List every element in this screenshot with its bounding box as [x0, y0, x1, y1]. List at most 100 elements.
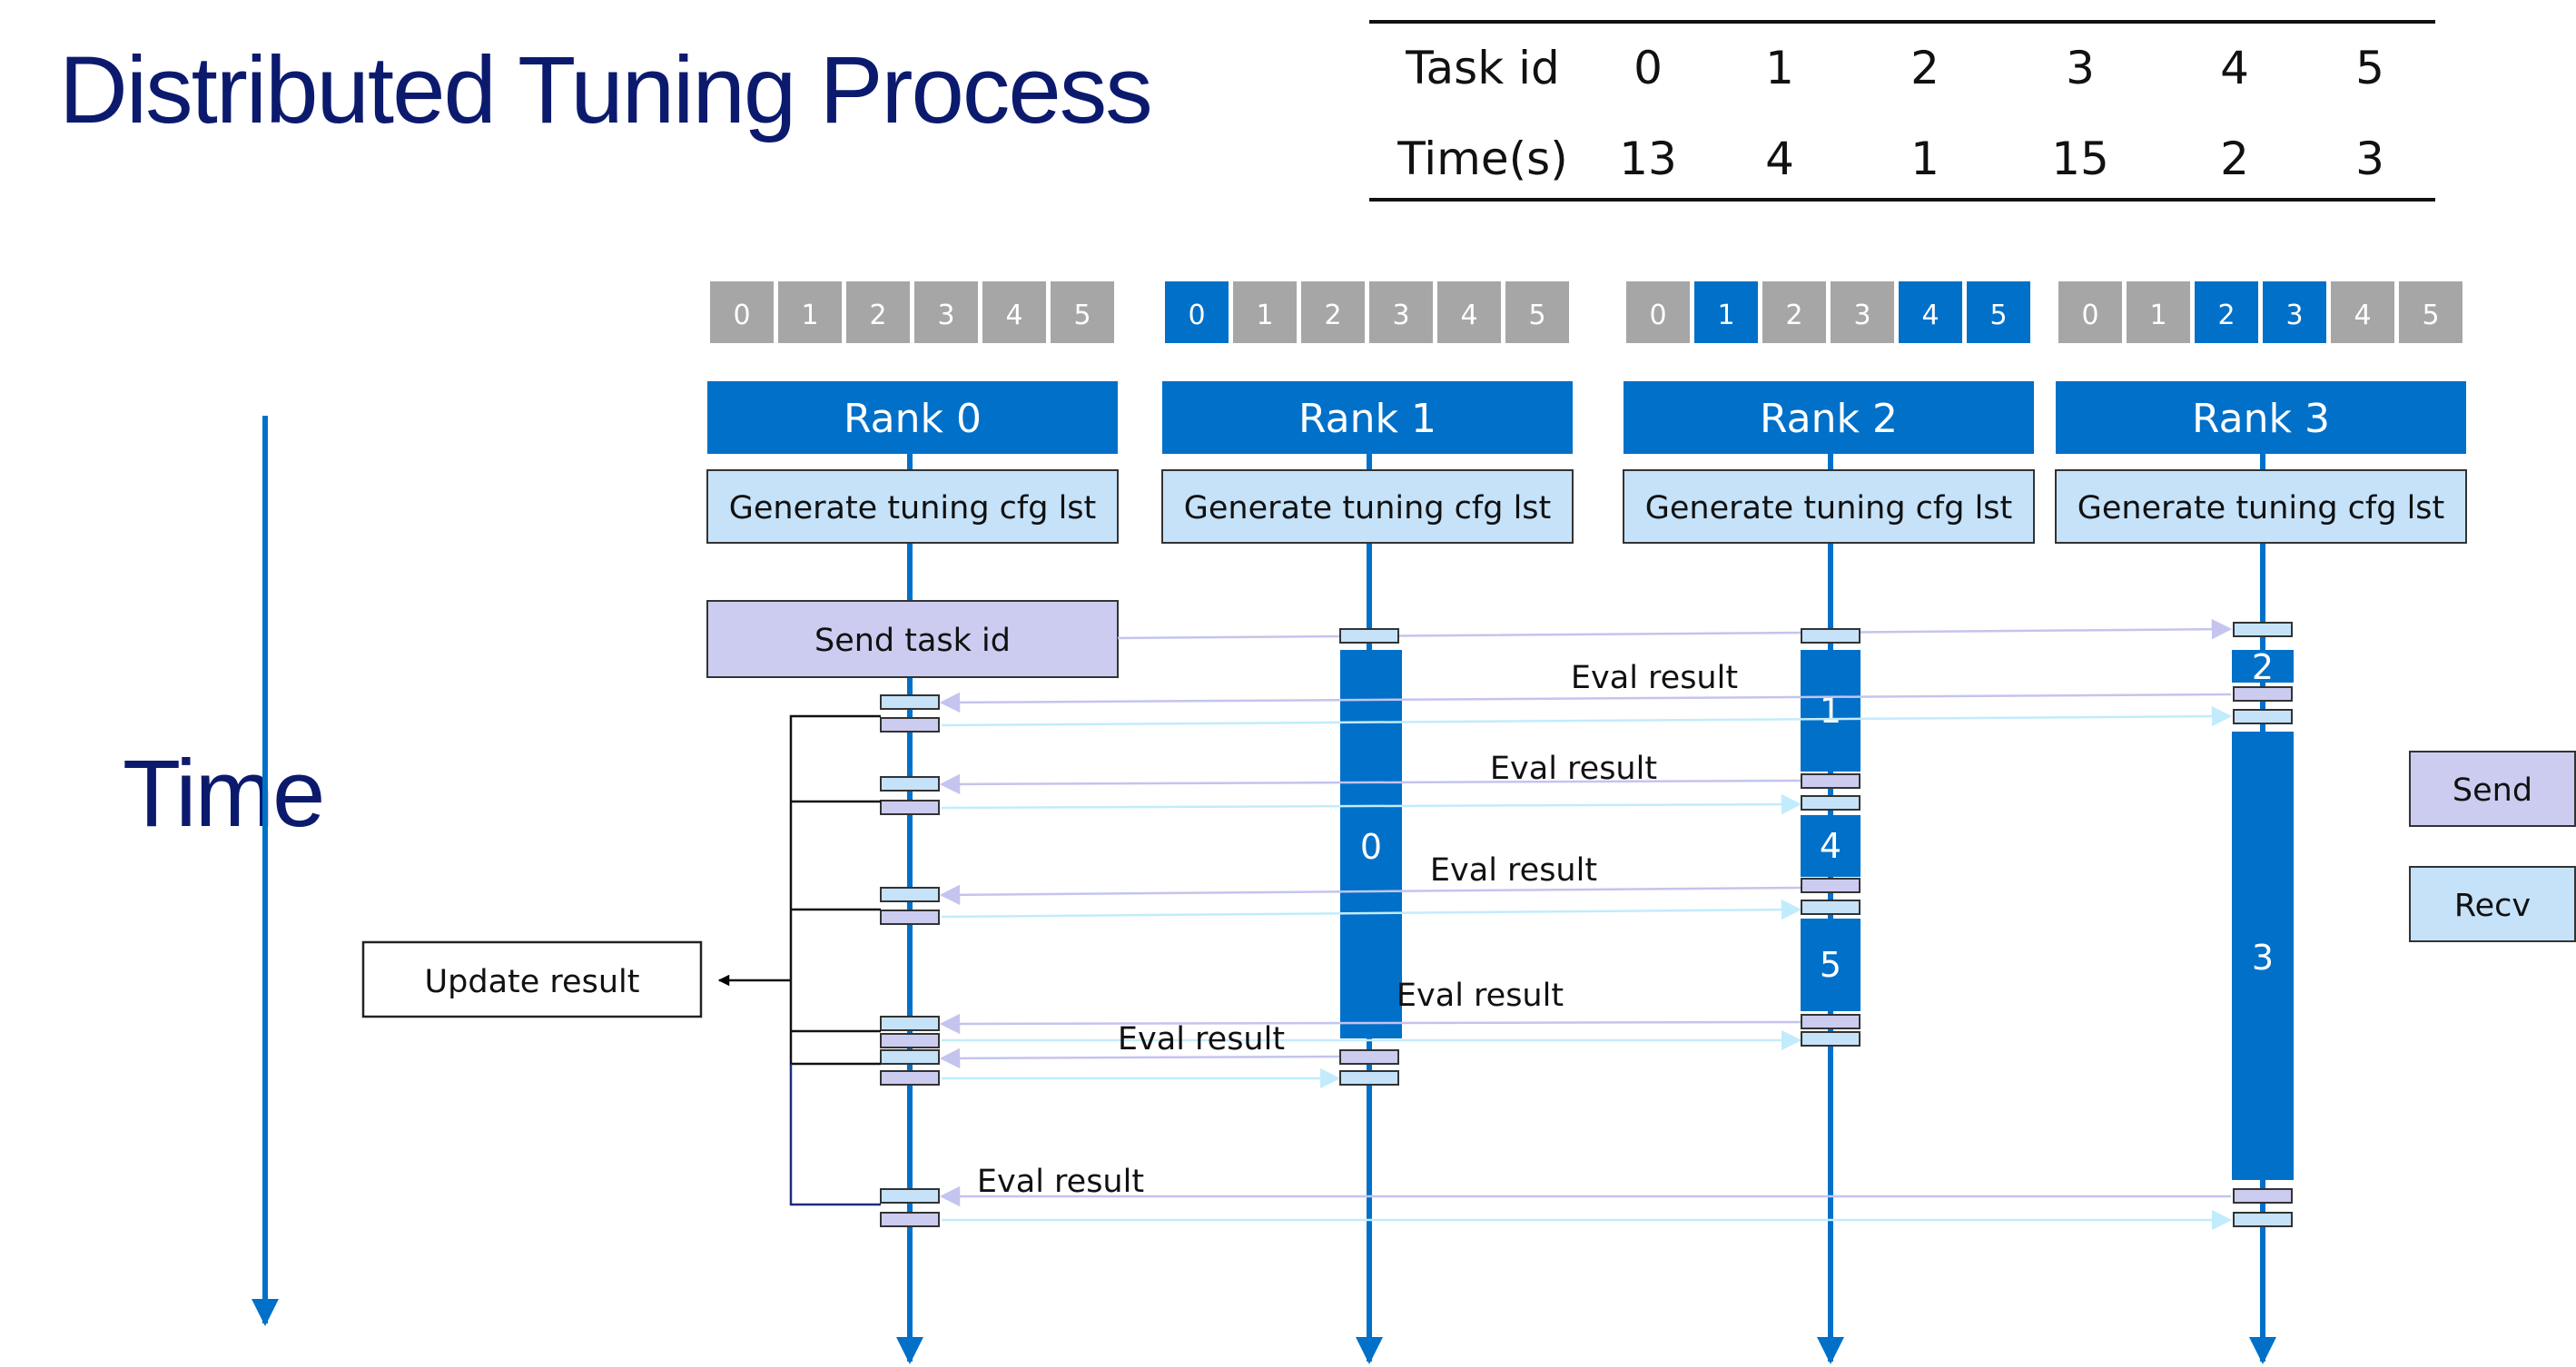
rank-2-recv-port: [1801, 900, 1860, 915]
table-header-time: Time(s): [1397, 133, 1568, 185]
rank-3-task-label-3: 3: [2252, 938, 2274, 978]
rank-2-recv-port: [1801, 628, 1860, 644]
update-result-label: Update result: [425, 964, 640, 1000]
rank-0-send-port: [880, 1033, 940, 1048]
recv-arrow: [941, 705, 2233, 727]
rank-2-send-port: [1801, 878, 1860, 893]
rank-2-header: [1624, 381, 2034, 454]
slot-label: 1: [2149, 300, 2166, 331]
slot-label: 5: [1073, 300, 1091, 331]
table-task-id-3: 3: [2066, 42, 2095, 94]
send-task-id-box: [706, 600, 1119, 678]
rank-0-recv-port: [880, 694, 940, 710]
table-time-2: 1: [1910, 133, 1939, 185]
slot-label: 0: [1188, 300, 1205, 331]
eval-result-arrow: [939, 692, 2232, 713]
slot-label: 0: [2081, 300, 2098, 331]
rank-0-send-port: [880, 717, 940, 733]
rank-0-send-port: [880, 910, 940, 925]
slot-label: 4: [1921, 300, 1939, 331]
eval-result-arrow: [939, 1013, 1801, 1035]
rank-2-send-port: [1801, 1014, 1860, 1029]
rank-0-recv-port: [880, 1016, 940, 1031]
rank-3-task-block-2: [2232, 650, 2294, 683]
slot-label: 0: [1649, 300, 1666, 331]
rank-2-recv-port: [1801, 795, 1860, 811]
table-header-task-id: Task id: [1406, 42, 1560, 94]
task-slots-rank-3: 0 1 2 3 4 5: [2058, 281, 2462, 343]
slot-label: 1: [1717, 300, 1734, 331]
table-task-id-4: 4: [2220, 42, 2249, 94]
rank-3-task-block-3: [2232, 732, 2294, 1180]
task-slots-rank-1: 0 1 2 3 4 5: [1165, 281, 1569, 343]
rank-0-send-port: [880, 1212, 940, 1227]
legend-recv-swatch: [2409, 866, 2576, 942]
rank-2-recv-port: [1801, 1031, 1860, 1047]
rank-1-title: Rank 1: [1298, 396, 1436, 442]
rank-0-title: Rank 0: [844, 396, 982, 442]
rank-0-send-port: [880, 1070, 940, 1086]
task-slots-rank-0: 0 1 2 3 4 5: [710, 281, 1114, 343]
eval-result-label: Eval result: [1118, 1021, 1285, 1057]
slot-label: 2: [2217, 300, 2235, 331]
rank-3-task-label-2: 2: [2252, 647, 2274, 687]
eval-result-label: Eval result: [1430, 852, 1597, 889]
rank-0-recv-port: [880, 887, 940, 902]
rank-2-task-label-4: 4: [1820, 826, 1841, 866]
rank-1-recv-port: [1339, 628, 1399, 644]
rank-2-task-block-1: [1801, 650, 1860, 772]
slot-label: 2: [1324, 300, 1341, 331]
rank-3-cfg-label: Generate tuning cfg lst: [2078, 490, 2445, 526]
rank-1-task-block: [1340, 650, 1402, 1038]
legend-send-label: Send: [2453, 772, 2532, 809]
eval-result-label: Eval result: [977, 1164, 1144, 1200]
rank-3-recv-port: [2233, 622, 2293, 637]
slot-label: 3: [937, 300, 954, 331]
eval-result-arrow: [939, 884, 1801, 906]
rank-2-send-port: [1801, 773, 1860, 789]
recv-arrow: [941, 899, 1802, 920]
rank-2-task-block-5: [1801, 919, 1860, 1011]
rank-0-recv-port: [880, 1049, 940, 1065]
table-time-3: 15: [2051, 133, 2109, 185]
rank-3-recv-port: [2233, 709, 2293, 724]
rank-3-send-port: [2233, 686, 2293, 702]
rank-0-send-port: [880, 800, 940, 815]
table-task-id-5: 5: [2355, 42, 2384, 94]
rank-2-cfg-box: [1623, 469, 2035, 544]
send-task-id-label: Send task id: [814, 623, 1011, 659]
rank-3-recv-port: [2233, 1212, 2293, 1227]
rank-0-cfg-label: Generate tuning cfg lst: [729, 490, 1097, 526]
rank-1-send-port: [1339, 1049, 1399, 1065]
update-bracket: [789, 714, 881, 1066]
slot-label: 4: [2354, 300, 2371, 331]
rank-0-cfg-box: [706, 469, 1119, 544]
page-title: Distributed Tuning Process: [59, 37, 1153, 143]
rank-0-recv-port: [880, 776, 940, 792]
update-bracket-tail: [789, 1064, 881, 1206]
rank-0-recv-port: [880, 1188, 940, 1204]
rank-0-header: [707, 381, 1118, 454]
rank-2-cfg-label: Generate tuning cfg lst: [1645, 490, 2013, 526]
table-task-id-2: 2: [1910, 42, 1939, 94]
recv-arrow: [941, 793, 1802, 815]
table-time-4: 2: [2220, 133, 2249, 185]
slot-label: 3: [2285, 300, 2303, 331]
table-time-5: 3: [2355, 133, 2384, 185]
time-axis-label: Time: [123, 741, 325, 847]
table-task-id-1: 1: [1765, 42, 1794, 94]
slot-label: 2: [1785, 300, 1802, 331]
slot-label: 3: [1392, 300, 1409, 331]
slot-label: 1: [801, 300, 818, 331]
rank-1-cfg-box: [1161, 469, 1574, 544]
send-task-arrow: [1117, 618, 2233, 640]
legend-send-swatch: [2409, 751, 2576, 827]
slot-label: 1: [1256, 300, 1273, 331]
eval-result-label: Eval result: [1397, 978, 1564, 1014]
eval-result-arrow: [939, 1047, 1340, 1069]
rank-1-task-label: 0: [1360, 827, 1382, 867]
table-task-id-0: 0: [1633, 42, 1663, 94]
update-result-box: [361, 940, 703, 1018]
rank-3-title: Rank 3: [2192, 396, 2330, 442]
